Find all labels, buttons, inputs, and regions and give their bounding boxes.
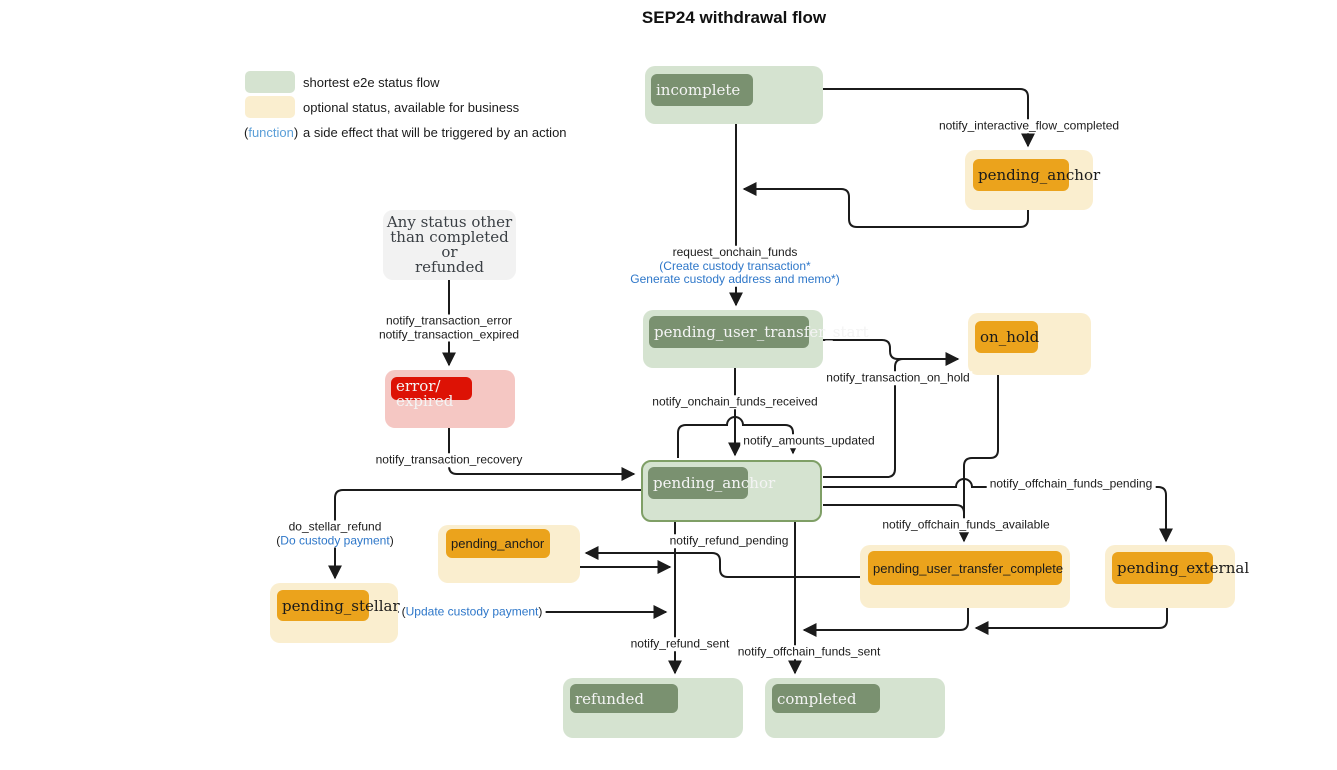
legend-swatch-shortest-flow [245,71,295,93]
edge-label-notify-refund-pending: notify_refund_pending [666,534,792,548]
node-pending-anchor-top-label: pending_anchor [978,166,1101,184]
node-pending-user-transfer-start-label: pending_user_transfer_start [654,323,869,341]
edge-label-notify-transaction-recovery: notify_transaction_recovery [372,453,526,467]
edge-label-do-stellar-refund-action: do_stellar_refund [288,519,382,534]
node-pending-external-inner: pending_external [1112,552,1249,584]
update-custody-payment-paren-close: ) [538,604,543,619]
legend-label-optional-status: optional status, available for business [303,100,520,115]
node-incomplete: incomplete [645,66,823,124]
edge-label-request-onchain-funds-action: request_onchain_funds [672,244,798,259]
node-pending-anchor-center: pending_anchor [641,460,822,522]
node-pending-user-transfer-complete-label: pending_user_transfer_complete [873,560,1064,576]
node-refunded-inner: refunded [570,684,678,713]
edge-label-notify-interactive-flow-completed: notify_interactive_flow_completed [935,119,1123,133]
node-completed: completed [765,678,945,738]
edge-label-notify-offchain-funds-sent: notify_offchain_funds_sent [734,645,884,659]
node-error-expired-label: error/ expired [396,377,454,410]
edge-label-request-onchain-funds: request_onchain_funds (Create custody tr… [627,244,843,287]
node-incomplete-inner: incomplete [651,74,753,106]
do-custody-payment-paren-open: ( [276,533,281,547]
node-pending-external-label: pending_external [1117,559,1250,577]
edge-label-notify-amounts-updated: notify_amounts_updated [740,434,878,448]
node-incomplete-label: incomplete [656,81,741,99]
edge-label-notify-onchain-funds-received: notify_onchain_funds_received [649,395,821,409]
node-completed-label: completed [777,689,857,708]
node-pending-stellar-label: pending_stellar [282,596,400,615]
node-pending-anchor-top-inner: pending_anchor [973,159,1100,191]
update-custody-payment-text: Update custody payment [405,604,539,619]
edge-label-create-custody-transaction: (Create custody transaction* [659,258,811,273]
edge-label-generate-custody-address: Generate custody address and memo*) [630,271,840,286]
node-on-hold-label: on_hold [980,328,1040,346]
legend-swatch-optional-status [245,96,295,118]
node-pending-anchor-small-label: pending_anchor [451,536,545,551]
page-title: SEP24 withdrawal flow [641,8,827,27]
node-pending-stellar-inner: pending_stellar [277,590,400,621]
legend-function-example: (function) [244,125,298,140]
legend-function-word: function [248,125,294,140]
node-any-status: Any status other than completed or refun… [383,210,516,280]
node-pending-user-transfer-complete-inner: pending_user_transfer_complete [868,551,1064,585]
edge-label-notify-transaction-error-expired: notify_transaction_error notify_transact… [375,314,523,342]
node-pending-user-transfer-complete: pending_user_transfer_complete [860,545,1070,608]
edge-label-notify-transaction-on-hold: notify_transaction_on_hold [823,371,973,385]
update-custody-payment-paren-open: ( [401,604,406,619]
node-refunded-label: refunded [575,689,645,708]
node-pending-stellar: pending_stellar [270,583,400,643]
node-any-status-label: Any status other than completed or refun… [386,213,513,276]
node-pending-user-transfer-start-inner: pending_user_transfer_start [649,316,869,348]
node-on-hold: on_hold [968,313,1091,375]
node-pending-anchor-center-inner: pending_anchor [648,467,775,499]
edge-label-notify-offchain-funds-available: notify_offchain_funds_available [879,518,1053,532]
node-pending-anchor-center-label: pending_anchor [653,474,776,492]
do-custody-payment-paren-close: ) [389,533,394,547]
node-pending-anchor-small: pending_anchor [438,525,580,583]
legend-function-paren-open: ( [244,125,249,140]
edge-label-notify-refund-sent: notify_refund_sent [627,637,733,651]
legend-label-side-effect: a side effect that will be triggered by … [303,125,567,140]
legend-label-shortest-flow: shortest e2e status flow [303,75,440,90]
node-pending-anchor-top: pending_anchor [965,150,1100,210]
legend-function-paren-close: ) [293,125,299,140]
do-custody-payment-text: Do custody payment [280,533,390,547]
node-pending-user-transfer-start: pending_user_transfer_start [643,310,869,368]
node-on-hold-inner: on_hold [975,321,1040,353]
node-error-expired-inner [391,377,472,400]
edge-label-do-stellar-refund: do_stellar_refund (Do custody payment) [273,519,397,548]
edge-label-update-custody-payment: (Update custody payment) [398,604,546,619]
node-completed-inner: completed [772,684,880,713]
edge-label-notify-offchain-funds-pending: notify_offchain_funds_pending [986,477,1156,491]
node-error-expired: error/ expired [385,370,515,428]
node-refunded: refunded [563,678,743,738]
node-pending-external: pending_external [1105,545,1249,608]
node-pending-anchor-small-inner: pending_anchor [446,529,550,558]
edge-label-do-custody-payment: (Do custody payment) [276,533,394,548]
